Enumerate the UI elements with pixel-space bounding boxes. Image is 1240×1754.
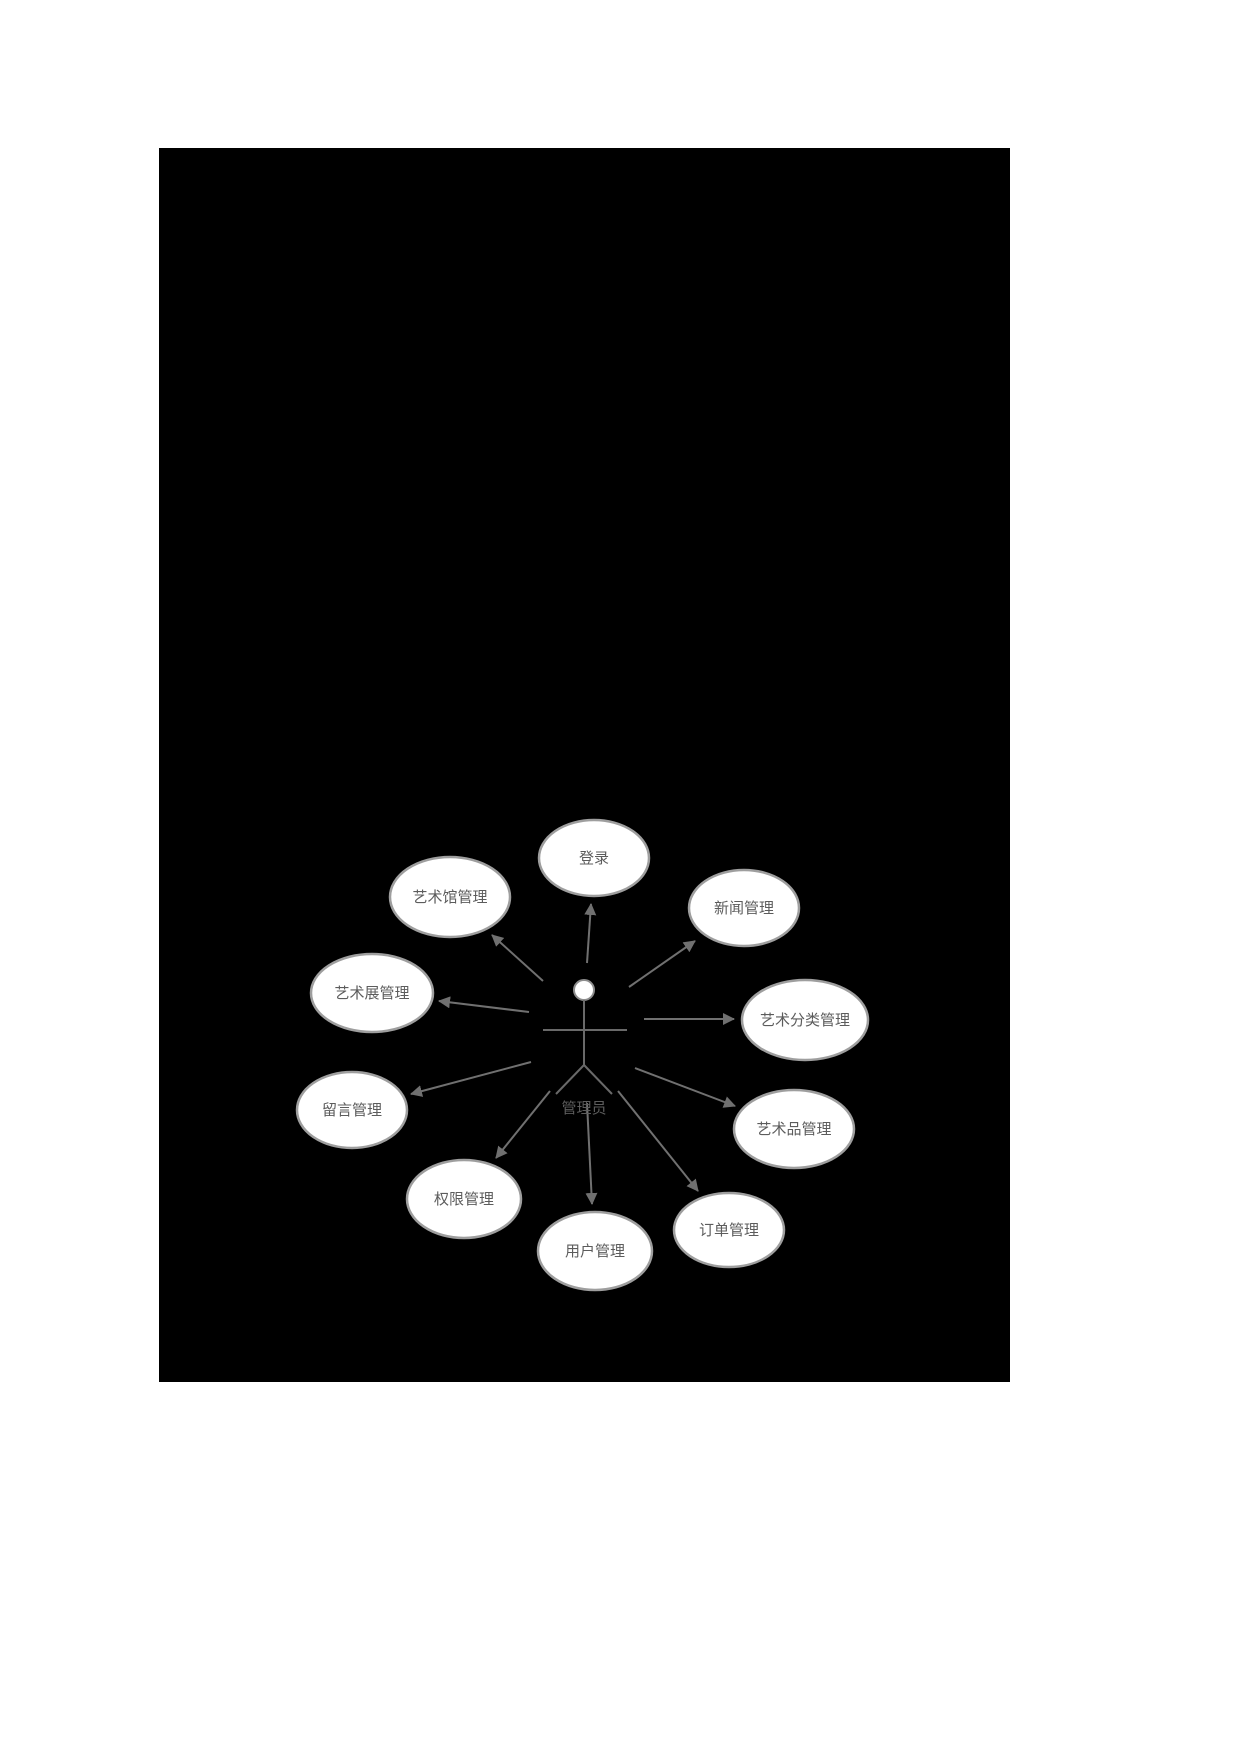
usecase-artwork-management-ellipse <box>732 1088 856 1170</box>
association-arrow-gallery-management <box>491 934 544 982</box>
usecase-artwork-management: 艺术品管理 <box>732 1088 856 1170</box>
usecase-news-management: 新闻管理 <box>687 868 801 948</box>
use-case-diagram: 管理员 登录 艺术馆管理 新闻管理 艺术展管理 艺术分类管理 <box>295 818 870 1292</box>
usecase-permission-management: 权限管理 <box>405 1158 523 1240</box>
association-arrow-login <box>584 903 597 964</box>
usecase-category-management: 艺术分类管理 <box>740 978 870 1062</box>
usecase-user-management-ellipse <box>536 1210 654 1292</box>
usecase-gallery-management: 艺术馆管理 <box>388 855 512 939</box>
association-arrow-exhibition-management <box>438 996 530 1013</box>
association-arrow-artwork-management <box>634 1067 736 1108</box>
usecase-gallery-management-label: 艺术馆管理 <box>412 889 487 906</box>
usecase-category-management-ellipse <box>740 978 870 1062</box>
usecase-artwork-management-label: 艺术品管理 <box>756 1121 831 1138</box>
usecase-news-management-ellipse <box>687 868 801 948</box>
association-arrow-user-management <box>585 1102 598 1205</box>
usecase-login-ellipse <box>537 818 651 898</box>
usecase-category-management-label: 艺术分类管理 <box>760 1012 850 1029</box>
usecase-message-management-ellipse <box>295 1070 409 1150</box>
actor-head-icon <box>573 979 595 1001</box>
usecase-order-management: 订单管理 <box>672 1191 786 1269</box>
usecase-exhibition-management-label: 艺术展管理 <box>334 985 409 1002</box>
usecase-login: 登录 <box>537 818 651 898</box>
actor-right-leg <box>583 1064 613 1095</box>
use-case-diagram-image: 管理员 登录 艺术馆管理 新闻管理 艺术展管理 艺术分类管理 <box>159 148 1010 1382</box>
usecase-user-management: 用户管理 <box>536 1210 654 1292</box>
usecase-order-management-ellipse <box>672 1191 786 1269</box>
association-arrow-news-management <box>628 940 696 988</box>
usecase-login-label: 登录 <box>579 850 609 867</box>
usecase-message-management-label: 留言管理 <box>322 1102 382 1119</box>
actor-label: 管理员 <box>561 1100 606 1117</box>
usecase-exhibition-management-ellipse <box>309 952 435 1034</box>
association-arrow-permission-management <box>495 1090 551 1159</box>
usecase-user-management-label: 用户管理 <box>565 1243 625 1260</box>
usecase-news-management-label: 新闻管理 <box>714 900 774 917</box>
actor-admin: 管理员 <box>543 979 627 1117</box>
usecase-permission-management-ellipse <box>405 1158 523 1240</box>
usecase-exhibition-management: 艺术展管理 <box>309 952 435 1034</box>
usecase-message-management: 留言管理 <box>295 1070 409 1150</box>
association-arrow-order-management <box>617 1090 699 1192</box>
usecase-gallery-management-ellipse <box>388 855 512 939</box>
usecase-permission-management-label: 权限管理 <box>434 1191 494 1208</box>
actor-left-leg <box>555 1064 585 1095</box>
usecase-order-management-label: 订单管理 <box>699 1222 759 1239</box>
association-arrow-message-management <box>410 1061 532 1097</box>
